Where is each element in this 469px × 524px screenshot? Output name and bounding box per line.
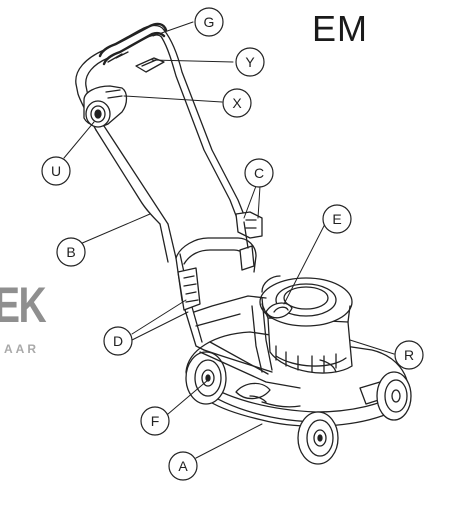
callout-letter: A: [178, 458, 188, 474]
callout-group: G Y X U C E B D R F A: [41, 7, 424, 481]
watermark-logo: EK: [0, 277, 47, 333]
callout-handle-bracket: C: [244, 158, 274, 188]
callout-letter: Y: [245, 54, 255, 70]
watermark-text: AAR: [4, 342, 39, 356]
callout-circle: [56, 237, 86, 267]
callout-circle: [168, 451, 198, 481]
rear-left-wheel: [185, 351, 227, 405]
callout-letter: B: [66, 244, 75, 260]
callout-motor-cover: R: [394, 340, 424, 370]
callout-circle: [140, 406, 170, 436]
callout-circle: [244, 158, 274, 188]
callout-lower-handle: B: [56, 237, 86, 267]
callout-handle-grip: G: [194, 7, 224, 37]
callout-circle: [41, 156, 71, 186]
callout-bail-lever: Y: [235, 47, 265, 77]
callout-circle: [103, 326, 133, 356]
callout-height-adjuster: D: [103, 326, 133, 356]
callout-letter: E: [332, 211, 341, 227]
callout-deck: A: [168, 451, 198, 481]
callout-circle: [394, 340, 424, 370]
callout-cord-knob: U: [41, 156, 71, 186]
model-label: EM: [312, 8, 368, 49]
callout-letter: D: [113, 333, 123, 349]
callout-letter: C: [254, 165, 264, 181]
handle-grip-shape: [98, 22, 168, 66]
handle-bracket-shape: [235, 211, 263, 249]
bail-lever-shape: [135, 57, 165, 73]
callout-circle: [322, 204, 352, 234]
callout-letter: U: [51, 163, 61, 179]
height-adjuster-shape: [177, 245, 255, 311]
leader-lines: [63, 21, 395, 459]
callout-letter: R: [404, 347, 414, 363]
callout-switch-box: X: [222, 88, 252, 118]
front-left-wheel: [297, 411, 339, 465]
callout-motor-switch: E: [322, 204, 352, 234]
callout-rear-wheel: F: [140, 406, 170, 436]
callout-circle: [194, 7, 224, 37]
callout-letter: G: [204, 14, 215, 30]
callout-letter: F: [151, 413, 160, 429]
motor-switch-shape: [265, 302, 293, 319]
callout-circle: [235, 47, 265, 77]
switch-box-shape: [83, 85, 128, 128]
callout-letter: X: [232, 95, 242, 111]
callout-circle: [222, 88, 252, 118]
front-right-wheel: [376, 371, 412, 421]
lower-handle-frame: [175, 237, 301, 389]
